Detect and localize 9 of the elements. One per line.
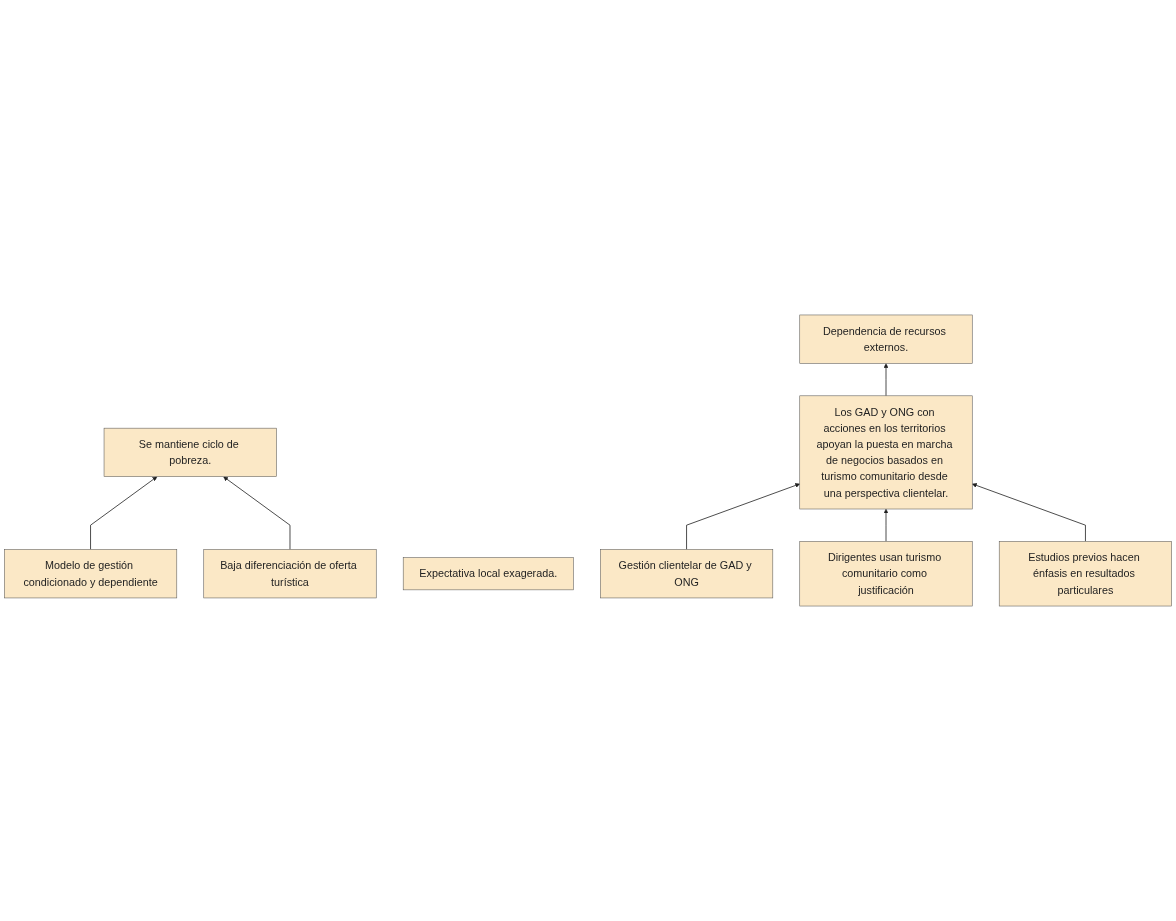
node-box: Expectativa local exagerada. — [402, 557, 574, 591]
node-box: Dependencia de recursos externos. — [799, 314, 973, 364]
node-box: Estudios previos hacen énfasis en resultados particulares — [998, 541, 1172, 607]
node-box: Baja diferenciación de oferta turística — [203, 549, 377, 599]
node-box: Modelo de gestión condicionado y dependiente — [4, 549, 178, 599]
node-box: Gestión clientelar de GAD y ONG — [600, 549, 774, 599]
node-box: Se mantiene ciclo de pobreza. — [103, 427, 277, 477]
node-box: Los GAD y ONG con acciones en los territorios apoyan la puesta en marcha de negocios basados en turismo comunitario desde una perspectiva clientelar. — [799, 395, 973, 510]
node-box: Dirigentes usan turismo comunitario como justificación — [799, 541, 973, 607]
